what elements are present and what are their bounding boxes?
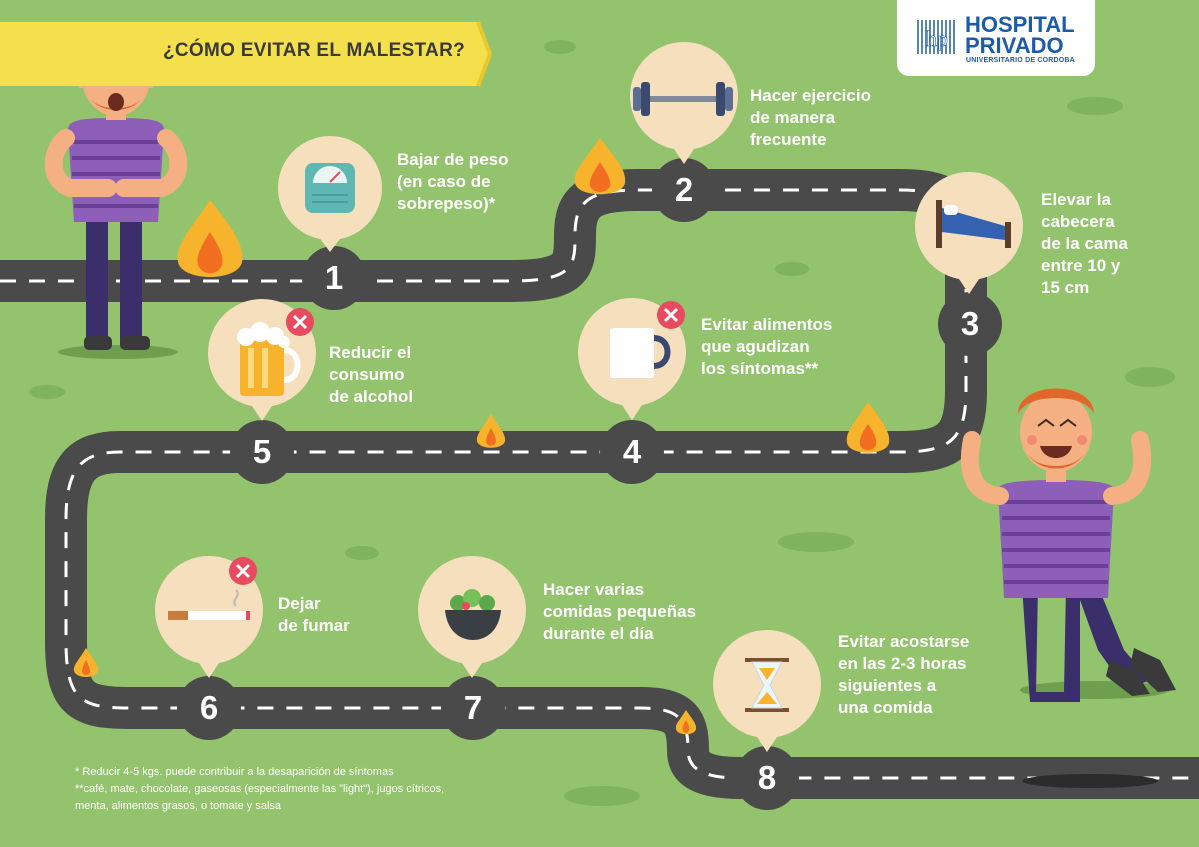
step-text-line: sobrepeso)* <box>397 194 496 213</box>
flame-icon <box>675 710 697 735</box>
step-number-2: 2 <box>674 171 694 208</box>
logo-line-universitario: UNIVERSITARIO DE CORDOBA <box>966 57 1075 64</box>
mug-icon <box>610 328 671 378</box>
step-text-line: Reducir el <box>329 343 412 362</box>
step-number-6: 6 <box>199 689 219 726</box>
footnote-foods: **café, mate, chocolate, gaseosas (espec… <box>75 783 445 795</box>
step-marker-3 <box>938 292 1002 356</box>
step-text-line: Hacer varias <box>543 580 645 599</box>
step-text-line: (en caso de <box>397 172 491 191</box>
step-marker-8 <box>735 746 799 810</box>
step-text-line: que agudizan <box>701 337 810 356</box>
step-text-line: de alcohol <box>329 387 414 406</box>
step-text-line: durante el día <box>543 624 654 643</box>
hospital-logo-mark-icon: hp <box>917 20 955 54</box>
step-number-5: 5 <box>252 433 272 470</box>
footnote-foods-continued: menta, alimentos grasos, o tomate y sals… <box>75 800 282 812</box>
step-text-line: siguientes a <box>838 676 937 695</box>
step-text-line: de la cama <box>1041 234 1128 253</box>
salad-bowl-icon <box>445 589 501 640</box>
step-text-1: Bajar de peso (en caso de sobrepeso)* <box>397 149 509 215</box>
step-text-line: de fumar <box>278 616 350 635</box>
step-text-3: Elevar la cabecera de la cama entre 10 y… <box>1041 189 1128 299</box>
step-text-line: Hacer ejercicio <box>750 86 871 105</box>
step-text-8: Evitar acostarse en las 2-3 horas siguie… <box>838 631 969 719</box>
bed-icon <box>936 200 1011 248</box>
step-number-3: 3 <box>960 305 980 342</box>
step-text-6: Dejar de fumar <box>278 593 350 637</box>
avoid-x-icon <box>657 301 685 329</box>
step-text-line: una comida <box>838 698 933 717</box>
step-text-line: Elevar la <box>1041 190 1111 209</box>
flame-icon <box>846 402 890 453</box>
step-markers <box>177 158 1002 810</box>
step-text-line: Dejar <box>278 594 321 613</box>
title-banner <box>0 21 493 87</box>
step-text-line: en las 2-3 horas <box>838 654 967 673</box>
flame-icon <box>177 200 243 277</box>
avoid-badges <box>229 301 685 585</box>
flame-icon <box>476 414 506 448</box>
step-text-line: Evitar acostarse <box>838 632 970 651</box>
step-text-4: Evitar alimentos que agudizan los síntom… <box>701 314 832 380</box>
step-marker-4 <box>600 420 664 484</box>
step-marker-2 <box>652 158 716 222</box>
step-text-line: de manera <box>750 108 836 127</box>
step-marker-1 <box>302 246 366 310</box>
step-text-line: entre 10 y <box>1041 256 1121 275</box>
road <box>0 169 1199 799</box>
page-title: ¿CÓMO EVITAR EL MALESTAR? <box>163 40 465 61</box>
step-text-line: Evitar alimentos <box>701 315 833 334</box>
step-text-line: Bajar de peso <box>397 150 509 169</box>
step-text-2: Hacer ejercicio de manera frecuente <box>750 85 871 151</box>
step-text-line: comidas pequeñas <box>543 602 697 621</box>
step-marker-5 <box>230 420 294 484</box>
footnote-weight: * Reducir 4-5 kgs. puede contribuir a la… <box>75 766 394 778</box>
step-text-line: frecuente <box>750 130 827 149</box>
flames <box>73 138 890 735</box>
logo-line-hospital: HOSPITAL <box>965 12 1075 37</box>
beer-icon <box>237 322 301 396</box>
step-text-line: consumo <box>329 365 405 384</box>
step-number-1: 1 <box>324 259 344 296</box>
hourglass-icon <box>745 658 789 712</box>
flame-icon <box>574 138 626 195</box>
step-text-line: cabecera <box>1041 212 1115 231</box>
logo-mark-text: hp <box>926 26 948 51</box>
step-text-5: Reducir el consumo de alcohol <box>329 342 413 408</box>
avoid-x-icon <box>229 557 257 585</box>
step-text-line: los síntomas** <box>701 359 819 378</box>
step-number-7: 7 <box>463 689 483 726</box>
avoid-x-icon <box>286 308 314 336</box>
dumbbell-icon <box>633 82 733 116</box>
step-marker-7 <box>441 676 505 740</box>
step-text-line: 15 cm <box>1041 278 1090 297</box>
step-number-4: 4 <box>622 433 642 470</box>
pothole <box>1022 774 1158 788</box>
scale-icon <box>305 163 355 213</box>
flame-icon <box>73 648 99 677</box>
cigarette-icon <box>168 589 250 620</box>
happy-man-illustration <box>960 388 1176 702</box>
step-number-8: 8 <box>757 759 777 796</box>
logo-line-privado: PRIVADO <box>965 33 1064 58</box>
step-text-7: Hacer varias comidas pequeñas durante el… <box>543 579 696 645</box>
step-marker-6 <box>177 676 241 740</box>
